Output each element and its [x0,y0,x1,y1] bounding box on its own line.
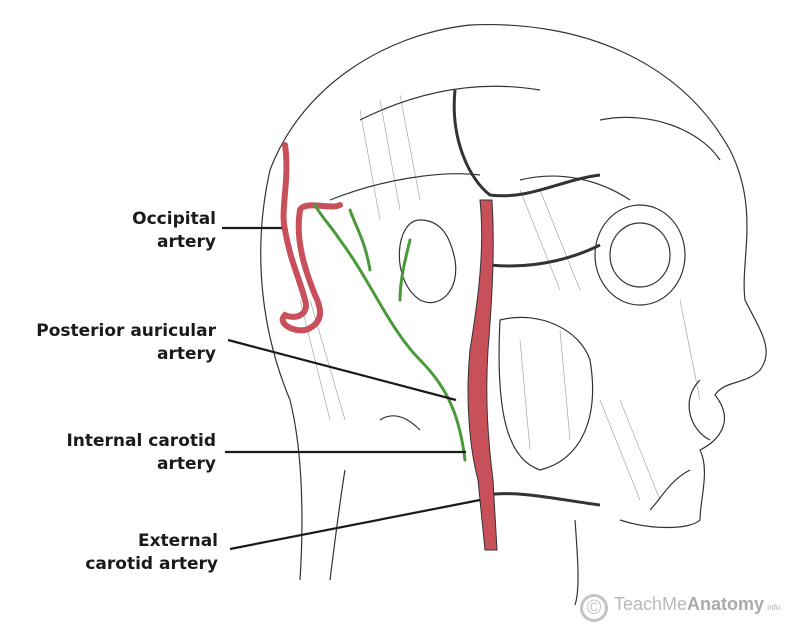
head-outline [260,23,767,606]
occipital-artery [279,142,343,334]
veins [452,89,601,507]
label-posterior-auricular-artery: Posterior auricular artery [36,320,216,366]
label-line: External [137,531,218,551]
label-external-carotid-artery: External carotid artery [85,530,218,576]
posterior-auricular-artery [313,203,467,462]
posterior-auricular-leader-line [227,338,457,402]
carotid-artery [467,199,498,551]
watermark-brand: Anatomy [687,594,765,614]
label-line: Posterior auricular [36,321,216,341]
label-occipital-artery: Occipital artery [132,208,216,254]
label-line: artery [157,344,216,364]
watermark-prefix: TeachMe [614,594,688,614]
label-line: artery [157,232,216,252]
external-carotid-leader-line [229,498,481,551]
hatching [299,94,701,501]
label-line: Occipital [132,209,216,229]
label-line: artery [157,454,216,474]
label-line: Internal carotid [66,431,216,451]
label-internal-carotid-artery: Internal carotid artery [66,430,216,476]
label-line: carotid artery [85,554,218,574]
watermark-suffix: .info [765,603,781,612]
copyright-icon: © [580,594,608,622]
leader-lines [222,226,481,551]
